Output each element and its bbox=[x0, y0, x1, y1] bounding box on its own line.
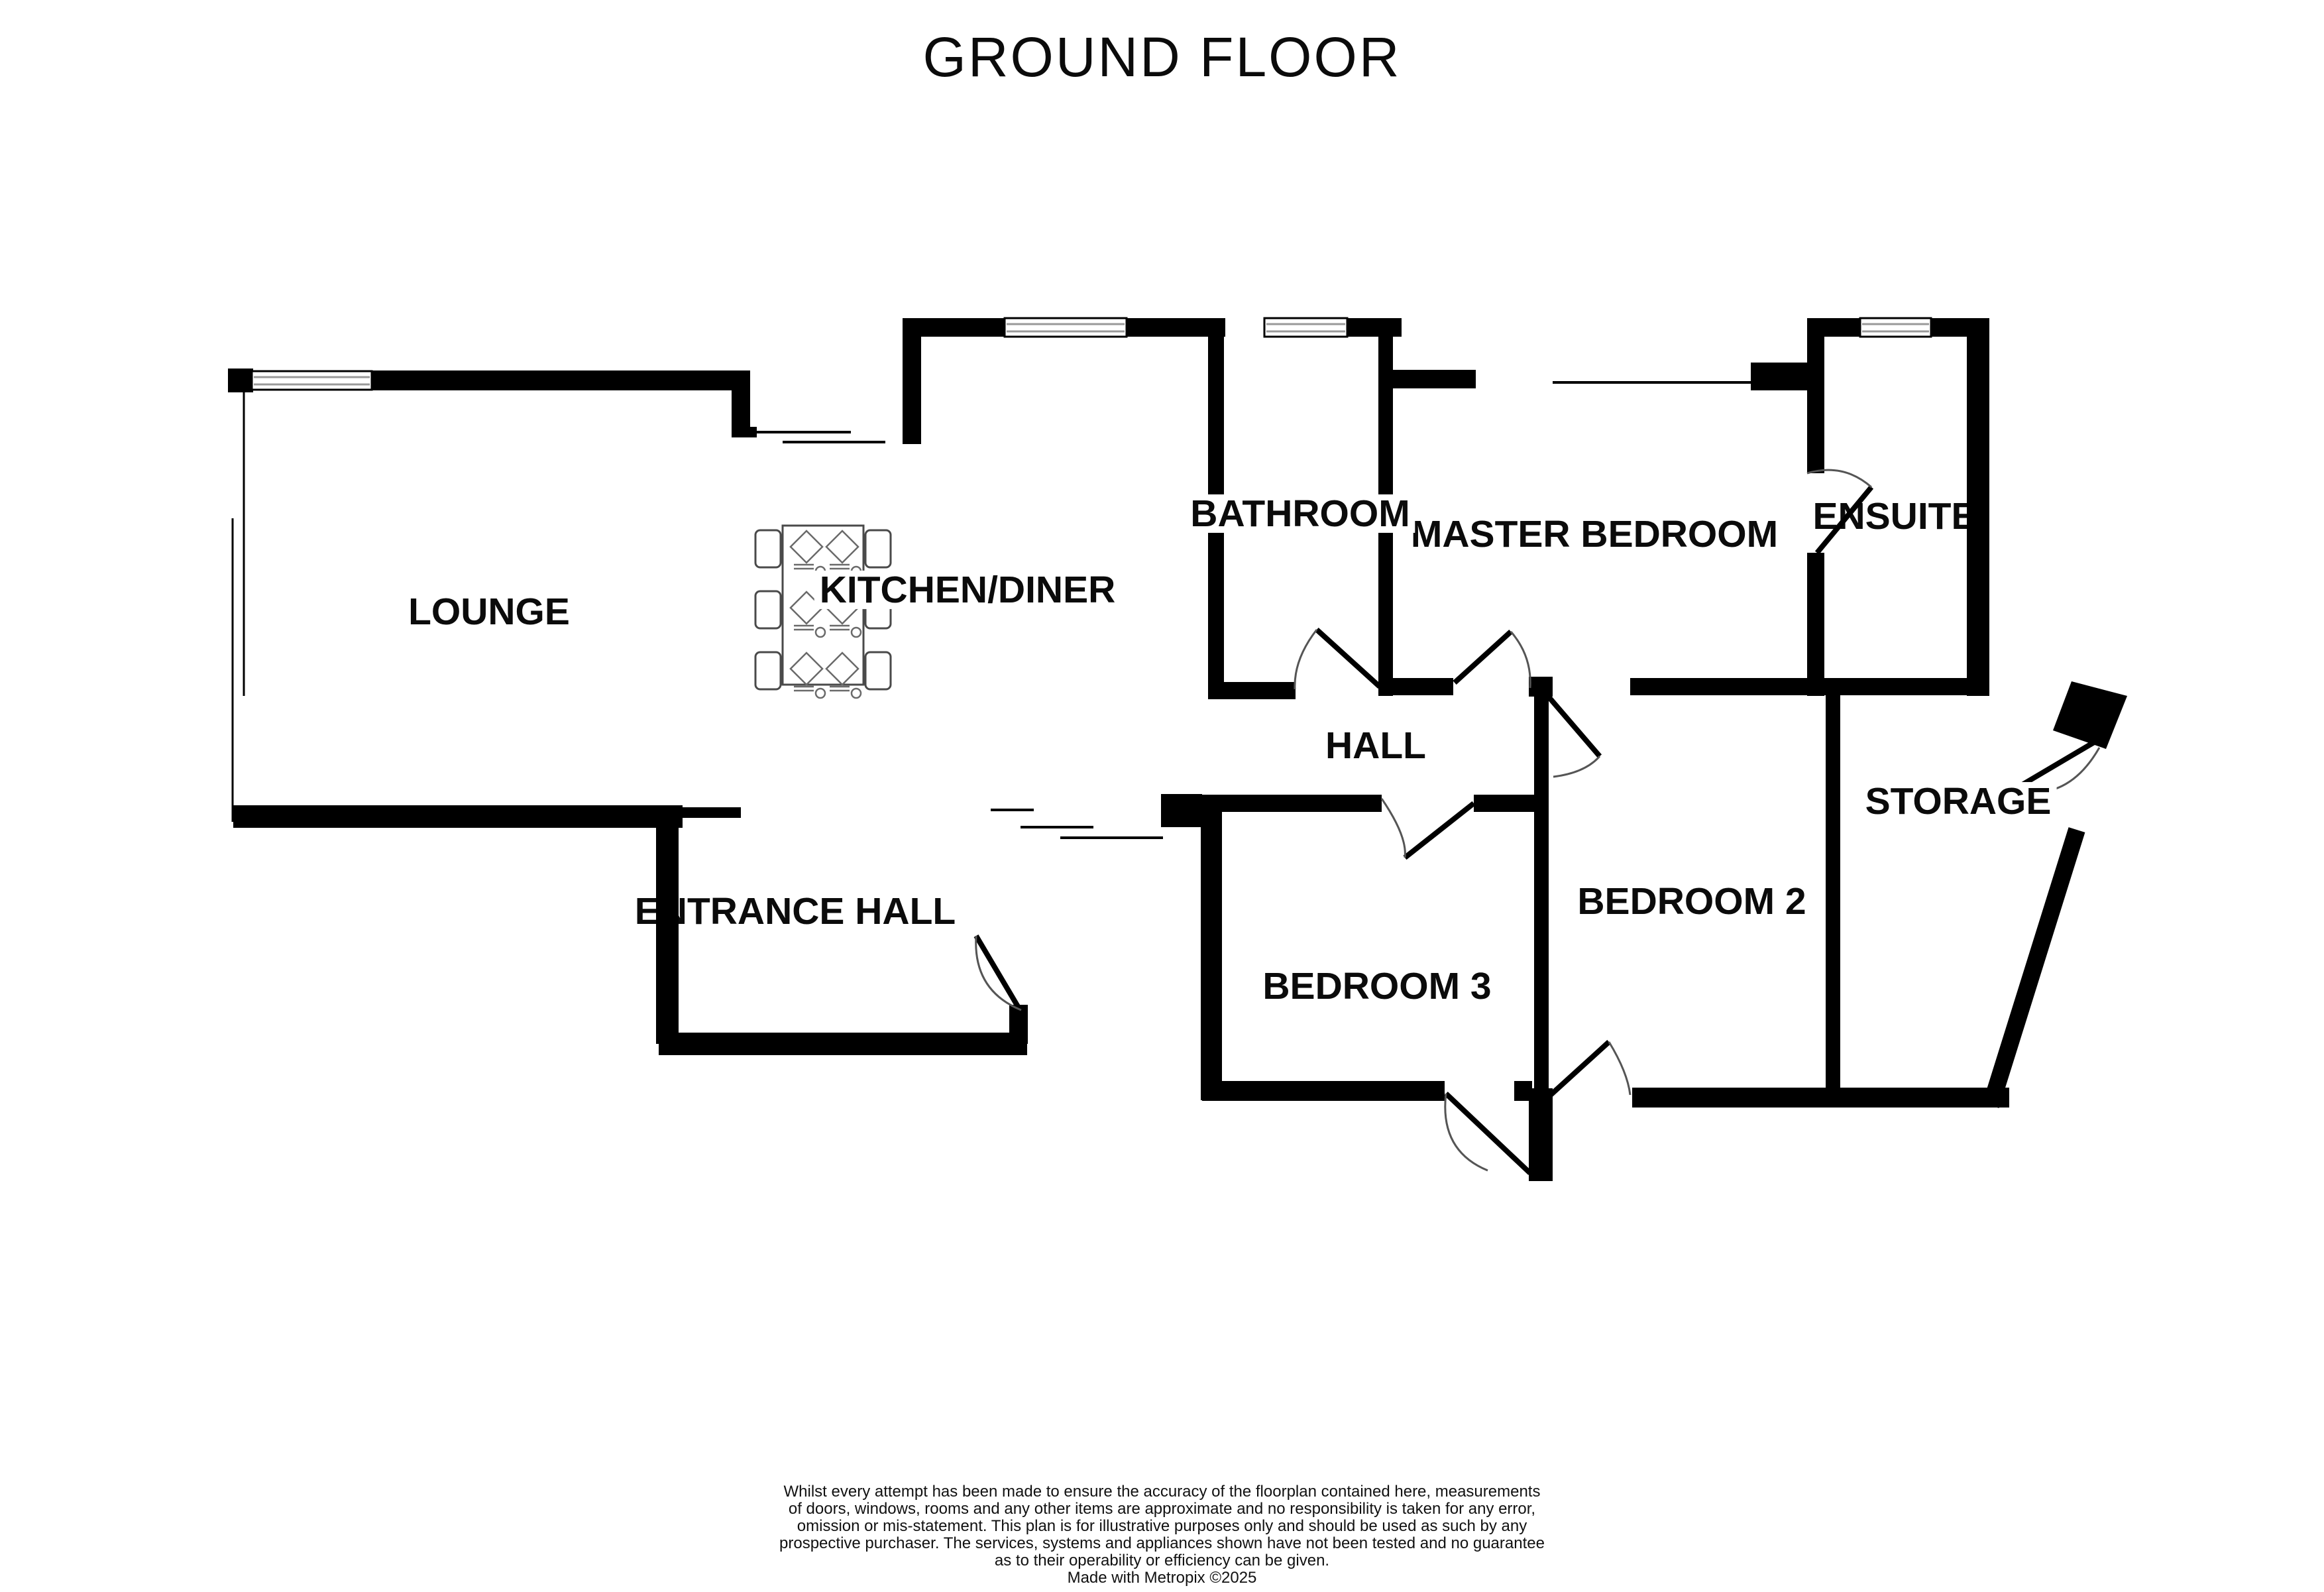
room-label-bathroom: BATHROOM bbox=[1185, 494, 1415, 533]
room-label-kitchen-diner: KITCHEN/DINER bbox=[814, 571, 1121, 609]
room-label-master-bedroom: MASTER BEDROOM bbox=[1410, 512, 1779, 555]
room-label-lounge: LOUNGE bbox=[408, 590, 570, 633]
credit-line: Made with Metropix ©2025 bbox=[1067, 1569, 1257, 1587]
room-label-entrance-hall: ENTRANCE HALL bbox=[634, 889, 956, 933]
disclaimer-line: omission or mis-statement. This plan is … bbox=[797, 1517, 1527, 1535]
room-label-bedroom-2: BEDROOM 2 bbox=[1577, 880, 1806, 923]
room-label-hall: HALL bbox=[1325, 724, 1426, 767]
disclaimer: Whilst every attempt has been made to en… bbox=[500, 1483, 1825, 1587]
room-label-storage: STORAGE bbox=[1859, 782, 2057, 821]
disclaimer-line: Whilst every attempt has been made to en… bbox=[783, 1483, 1541, 1501]
room-label-bedroom-3: BEDROOM 3 bbox=[1262, 964, 1492, 1007]
disclaimer-line: prospective purchaser. The services, sys… bbox=[779, 1534, 1545, 1552]
disclaimer-line: of doors, windows, rooms and any other i… bbox=[788, 1500, 1536, 1518]
page-title: GROUND FLOOR bbox=[922, 26, 1402, 88]
disclaimer-line: as to their operability or efficiency ca… bbox=[994, 1552, 1330, 1569]
